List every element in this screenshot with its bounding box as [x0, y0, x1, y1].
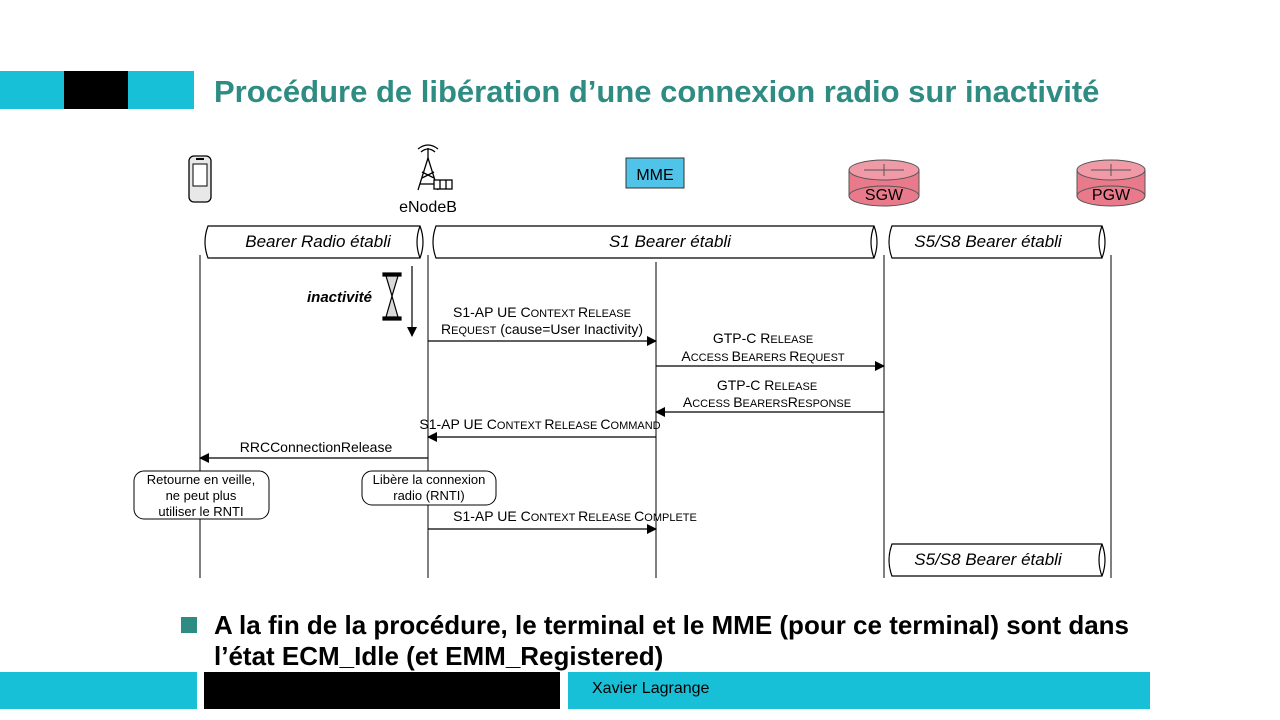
bullet-marker	[181, 617, 197, 633]
bearer-s1-label: S1 Bearer établi	[609, 232, 732, 251]
footer-bar-right	[568, 672, 1150, 709]
footer-author: Xavier Lagrange	[592, 680, 710, 697]
note-ue-line3: utiliser le RNTI	[158, 504, 243, 519]
msg3-line2: ACCESS BEARERSRESPONSE	[683, 394, 851, 410]
header-bar-black	[64, 71, 128, 109]
pgw-router-icon	[1076, 159, 1146, 207]
note-ue	[133, 470, 270, 520]
antenna-tower-icon	[417, 144, 453, 191]
inactivity-label: inactivité	[307, 289, 372, 306]
msg1-line2: REQUEST (cause=User Inactivity)	[441, 321, 643, 337]
bearer-s5-top-label: S5/S8 Bearer établi	[914, 232, 1063, 251]
mme-label: MME	[636, 167, 673, 184]
bearer-radio	[204, 225, 424, 259]
msg5-label: RRCConnectionRelease	[240, 439, 393, 455]
msg3-line1: GTP-C RELEASE	[717, 377, 817, 393]
msg1-line1: S1-AP UE CONTEXT RELEASE	[453, 304, 631, 320]
footer-bar-black	[204, 672, 560, 709]
bearer-s5-bottom-label: S5/S8 Bearer établi	[914, 550, 1063, 569]
header-bar-left	[0, 71, 64, 109]
header-bar-right	[128, 71, 194, 109]
enodeb-label: eNodeB	[399, 199, 457, 216]
bearer-s5-bottom	[888, 543, 1106, 577]
mobile-phone-icon	[188, 155, 212, 203]
bullet-text: A la fin de la procédure, le terminal et…	[214, 610, 1130, 671]
bearer-s1	[432, 225, 878, 259]
slide-title: Procédure de libération d’une connexion …	[214, 74, 1100, 109]
msg2-line1: GTP-C RELEASE	[713, 330, 813, 346]
msg4-line1: S1-AP UE CONTEXT RELEASE COMMAND	[419, 416, 660, 432]
note-enb-line2: radio (RNTI)	[393, 488, 465, 503]
note-enb-line1: Libère la connexion	[373, 472, 486, 487]
mme-box	[625, 157, 685, 189]
msg2-line2: ACCESS BEARERS REQUEST	[681, 348, 845, 364]
sgw-router-icon	[848, 159, 920, 207]
msg6-line1: S1-AP UE CONTEXT RELEASE COMPLETE	[453, 508, 697, 524]
bearer-radio-label: Bearer Radio établi	[245, 232, 392, 251]
note-ue-line1: Retourne en veille,	[147, 472, 255, 487]
bearer-s5-top	[888, 225, 1106, 259]
hourglass-icon	[382, 272, 402, 321]
pgw-label: PGW	[1092, 187, 1131, 204]
note-enb	[361, 470, 497, 506]
note-ue-line2: ne peut plus	[166, 488, 237, 503]
footer-bar-left	[0, 672, 197, 709]
sgw-label: SGW	[865, 187, 904, 204]
